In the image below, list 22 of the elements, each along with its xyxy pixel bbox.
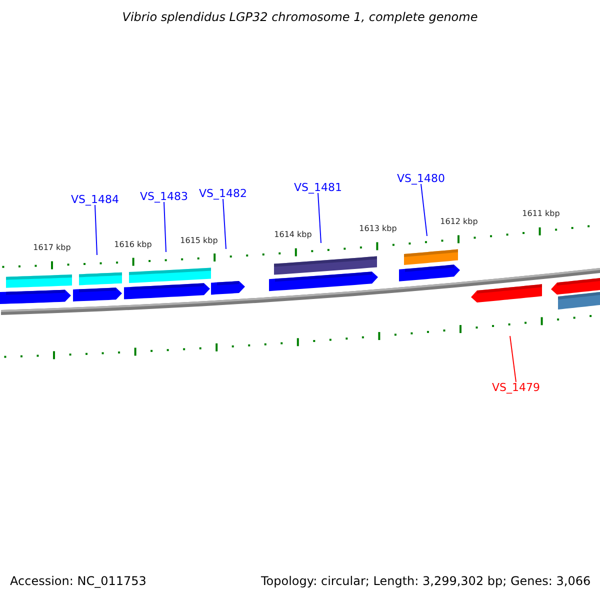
footer-text: Accession: NC_011753 bbox=[10, 575, 146, 587]
scale-label: 1615 kbp bbox=[180, 237, 218, 246]
footer-text: Topology: circular; Length: 3,299,302 bp; Genes: 3,066 bbox=[261, 575, 591, 587]
scale-label: 1617 kbp bbox=[33, 244, 71, 252]
title: Vibrio splendidus LGP32 chromosome 1, complete genome bbox=[122, 11, 478, 23]
gene-label: VS_1479 bbox=[492, 382, 540, 393]
scale-label: 1614 kbp bbox=[274, 231, 312, 240]
scale-label: 1613 kbp bbox=[359, 225, 397, 234]
gene-label: VS_1481 bbox=[294, 182, 342, 193]
scale-label: 1616 kbp bbox=[114, 240, 152, 249]
leader-line bbox=[318, 192, 322, 244]
leader-line bbox=[420, 184, 428, 236]
scale-label: 1611 kbp bbox=[522, 210, 560, 218]
leader-line bbox=[164, 202, 166, 252]
leader-line bbox=[510, 336, 516, 382]
gene-label: VS_1482 bbox=[199, 188, 247, 199]
gene-label: VS_1483 bbox=[140, 191, 188, 202]
scale-label: 1612 kbp bbox=[440, 218, 478, 226]
leader-line bbox=[222, 198, 226, 250]
gene-label: VS_1484 bbox=[71, 194, 119, 205]
leader-line bbox=[94, 204, 98, 256]
gene-label: VS_1480 bbox=[397, 173, 445, 184]
